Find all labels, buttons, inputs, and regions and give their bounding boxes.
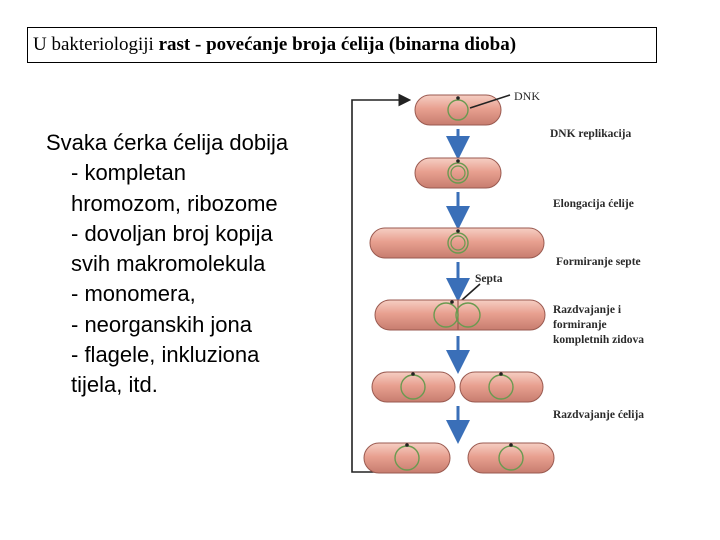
body-lead: Svaka ćerka ćelija dobija xyxy=(46,130,289,155)
body-item: - dovoljan broj kopija xyxy=(71,220,273,246)
title-bold: rast - povećanje broja ćelija (binarna d… xyxy=(158,34,517,55)
title-plain: U bakteriologiji xyxy=(33,34,154,55)
label-step-4-line-2: formiranje xyxy=(553,319,607,331)
slide-title: U bakteriologiji rast - povećanje broja … xyxy=(27,27,657,63)
body-item: tijela, itd. xyxy=(71,372,158,398)
body-item: - flagele, inkluziona xyxy=(71,342,260,368)
cell-stage-3 xyxy=(369,227,545,259)
body-item: hromozom, ribozome xyxy=(71,190,278,216)
dnk-pointer xyxy=(469,94,511,109)
label-step-4-line-1: Razdvajanje i xyxy=(553,304,622,316)
body-item: svih makromolekula xyxy=(71,251,266,277)
cell-stage-4 xyxy=(374,299,546,331)
label-step-1: DNK replikacija xyxy=(550,128,631,140)
label-step-5: Razdvajanje ćelija xyxy=(553,409,644,421)
dna-dot xyxy=(456,96,460,100)
body-text: Svaka ćerka ćelija dobija - kompletan hr… xyxy=(46,128,346,401)
label-dnk: DNK xyxy=(514,89,540,103)
body-item: - monomera, xyxy=(71,281,196,307)
dna-ring xyxy=(447,99,469,121)
body-item: - kompletan xyxy=(71,160,186,186)
label-step-3: Formiranje septe xyxy=(556,256,641,268)
cycle-loop-arrow xyxy=(351,93,412,473)
label-step-2: Elongacija ćelije xyxy=(553,198,634,210)
cell-stage-2 xyxy=(414,157,502,189)
label-step-4-line-3: kompletnih zidova xyxy=(553,334,644,346)
cell-stage-5 xyxy=(371,371,544,403)
cell-stage-6 xyxy=(363,442,555,474)
label-septa: Septa xyxy=(475,273,503,285)
body-item: - neorganskih jona xyxy=(71,311,253,337)
cell-stage-1 xyxy=(414,94,502,126)
septa-pointer xyxy=(461,283,481,301)
